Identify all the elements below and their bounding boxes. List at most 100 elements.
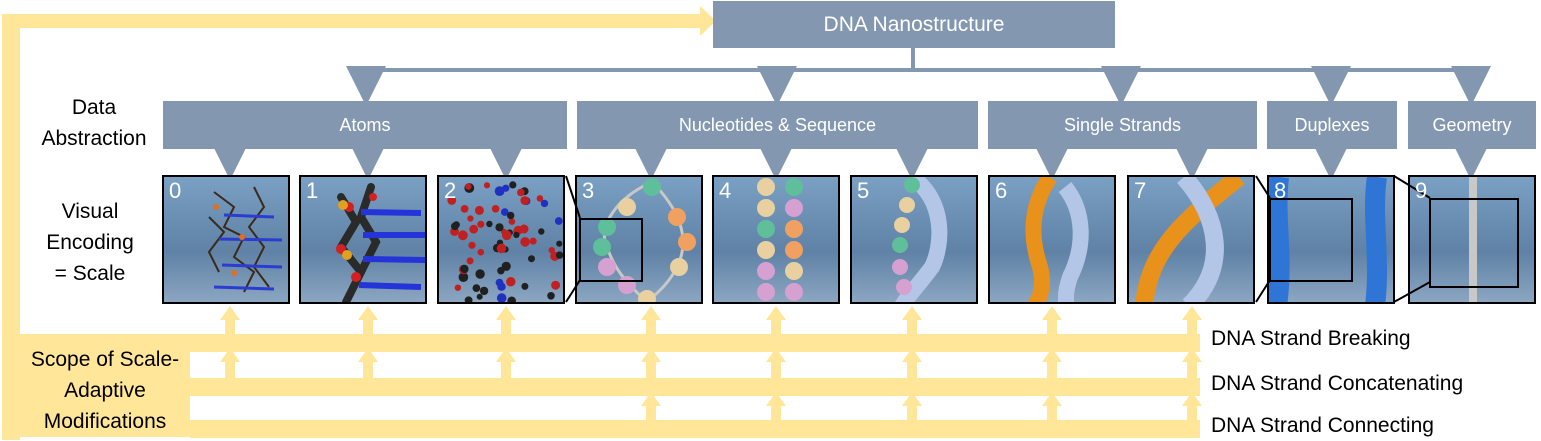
scope-arrowhead xyxy=(220,348,240,362)
atom-ball xyxy=(476,293,483,300)
atom-ball xyxy=(547,292,555,300)
abstraction-atoms: Atoms xyxy=(163,101,567,149)
blue-connectors xyxy=(210,48,1491,180)
scope-arrow-shaft xyxy=(646,318,656,343)
scope-left-bar xyxy=(2,14,20,440)
atom-ball xyxy=(477,248,485,256)
nucleotide-bead xyxy=(757,283,775,301)
nucleotide-bead xyxy=(757,199,775,217)
nucleotide-bead xyxy=(757,262,775,280)
scope-arrowhead xyxy=(641,392,661,406)
scope-label: Scope of Scale- Adaptive Modifications xyxy=(20,344,190,437)
atom-ball xyxy=(507,211,515,220)
panel-7: 7 xyxy=(1127,175,1255,304)
scope-arrowhead xyxy=(641,348,661,362)
atom-ball xyxy=(477,220,485,228)
scope-arrows xyxy=(220,306,1202,429)
atom-ball xyxy=(447,196,457,205)
scope-arrow-shaft xyxy=(771,404,781,429)
row-label-line: Abstraction xyxy=(41,127,147,150)
duplex-cylinders-graphic xyxy=(1269,177,1387,302)
atom-ball xyxy=(454,284,462,291)
row-label-line: Data xyxy=(71,96,117,119)
scope-label-line: Modifications xyxy=(43,410,167,433)
atom-ball xyxy=(468,241,476,249)
atom-ball xyxy=(501,208,509,216)
scope-arrowhead xyxy=(902,348,922,362)
atom-ball xyxy=(540,199,549,208)
atom-ball xyxy=(495,223,504,232)
atom-ball xyxy=(509,181,517,189)
nucleotide-bead xyxy=(785,241,803,259)
scope-arrow-shaft xyxy=(501,318,511,343)
nucleotide-bead xyxy=(785,262,803,280)
scope-arrow-shaft xyxy=(363,360,373,387)
atom-ball xyxy=(458,272,469,282)
geometry-graphic xyxy=(1429,177,1519,302)
atom-ball xyxy=(513,231,520,239)
abstraction-single-strands: Single Strands xyxy=(988,101,1257,149)
scope-arrowhead xyxy=(1042,392,1062,406)
atom-ball xyxy=(521,282,529,290)
band-connecting xyxy=(190,420,1200,438)
atom-ball xyxy=(466,257,474,265)
data-abstraction-label: Data Abstraction xyxy=(20,92,168,154)
nucleotide-column-graphic xyxy=(757,178,803,301)
nucleotide-bead xyxy=(757,178,775,196)
scope-arrow-shaft xyxy=(1187,360,1197,387)
nucleotide-bead xyxy=(785,220,803,238)
panel-3: 3 xyxy=(575,175,703,304)
atom-ball xyxy=(464,296,473,302)
scope-arrow-shaft xyxy=(1047,404,1057,429)
row-label-line: = Scale xyxy=(54,262,126,285)
atom-ball xyxy=(536,195,544,202)
strand-tubes-graphic xyxy=(1025,177,1089,302)
atom-ball xyxy=(502,230,512,241)
atom-ball xyxy=(496,243,507,254)
scope-arrow-shaft xyxy=(907,404,917,429)
nucleotide-beads-graphic xyxy=(579,178,696,302)
scope-arrow-shaft xyxy=(501,360,511,387)
panel-number: 6 xyxy=(995,178,1008,203)
strand-tubes-graphic xyxy=(1135,177,1245,302)
scope-arrow-shaft xyxy=(771,318,781,343)
root-box: DNA Nanostructure xyxy=(713,1,1115,48)
panel-9: 9 xyxy=(1408,175,1536,304)
stick-model-graphic xyxy=(207,186,283,293)
atom-ball xyxy=(465,183,472,190)
panel-number: 0 xyxy=(169,178,182,203)
nucleotide-bead xyxy=(785,283,803,301)
nucleotide-bead xyxy=(785,178,803,196)
panel-0: 0 xyxy=(162,175,290,304)
atom-ball xyxy=(528,255,535,263)
scope-arrow-shaft xyxy=(225,318,235,343)
atom-ball xyxy=(538,228,545,235)
atom-ball xyxy=(507,296,516,302)
scope-arrow-shaft xyxy=(907,360,917,387)
atom-ball xyxy=(520,237,530,247)
atom-ball xyxy=(491,205,500,213)
scope-arrowhead xyxy=(1042,306,1062,320)
atom-ball xyxy=(506,277,516,287)
atom-ball xyxy=(508,218,516,225)
scope-arrowhead xyxy=(766,348,786,362)
panel-1: 1 xyxy=(299,175,427,304)
scope-arrowhead xyxy=(358,306,378,320)
scope-arrow-shaft xyxy=(771,360,781,387)
scope-arrowhead xyxy=(902,392,922,406)
panel-number: 4 xyxy=(719,178,732,203)
modification-connecting: DNA Strand Connecting xyxy=(1211,414,1434,437)
scope-arrow-shaft xyxy=(1047,360,1057,387)
atom-ball xyxy=(501,261,511,271)
scope-arrow-shaft xyxy=(646,360,656,387)
panel-2: 2 xyxy=(437,175,565,304)
panel-number: 5 xyxy=(857,178,870,203)
panel-5: 5 xyxy=(850,175,978,304)
scope-bands xyxy=(2,6,1200,440)
modification-concatenating: DNA Strand Concatenating xyxy=(1211,372,1464,395)
scope-arrowhead xyxy=(220,306,240,320)
atom-ball xyxy=(467,215,474,222)
panel-number: 9 xyxy=(1415,178,1428,203)
scope-arrowhead xyxy=(902,306,922,320)
